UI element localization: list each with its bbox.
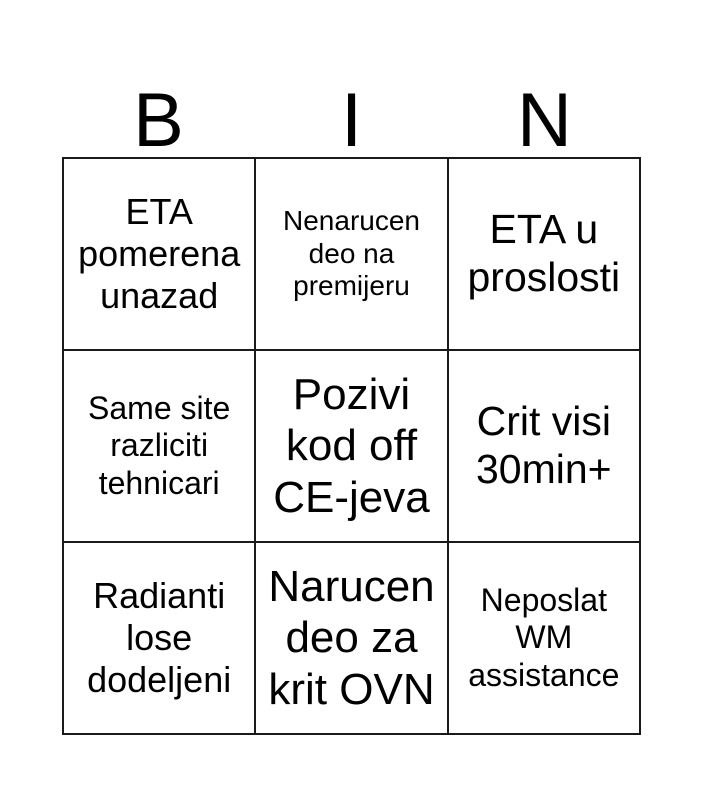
bingo-cell-text: Same site razliciti tehnicari	[88, 390, 231, 501]
bingo-cell-n1[interactable]: ETA u proslosti	[448, 159, 641, 351]
bingo-cell-text: ETA pomerena unazad	[78, 191, 241, 316]
bingo-grid: ETA pomerena unazad Nenarucen deo na pre…	[62, 157, 641, 735]
bingo-cell-text: Nenarucen deo na premijeru	[283, 205, 420, 302]
bingo-cell-b1[interactable]: ETA pomerena unazad	[64, 159, 257, 351]
header-letter-i: I	[340, 77, 363, 163]
bingo-cell-text: Radianti lose dodeljeni	[87, 575, 232, 700]
bingo-cell-text: Crit visi 30min+	[476, 398, 612, 492]
bingo-cell-n2[interactable]: Crit visi 30min+	[448, 351, 641, 543]
bingo-cell-i2[interactable]: Pozivi kod off CE-jeva	[256, 351, 449, 543]
header-letter-b: B	[133, 77, 184, 163]
bingo-cell-i3[interactable]: Narucen deo za krit OVN	[256, 543, 449, 735]
bingo-cell-b2[interactable]: Same site razliciti tehnicari	[64, 351, 257, 543]
bingo-cell-text: Pozivi kod off CE-jeva	[273, 370, 430, 522]
bingo-cell-text: ETA u proslosti	[467, 206, 621, 300]
bingo-cell-n3[interactable]: Neposlat WM assistance	[448, 543, 641, 735]
bingo-header-row: B I N	[62, 57, 641, 163]
header-letter-n: N	[517, 77, 572, 163]
bingo-cell-i1[interactable]: Nenarucen deo na premijeru	[256, 159, 449, 351]
bingo-cell-text: Narucen deo za krit OVN	[268, 562, 435, 714]
bingo-cell-b3[interactable]: Radianti lose dodeljeni	[64, 543, 257, 735]
bingo-cell-text: Neposlat WM assistance	[468, 582, 620, 693]
